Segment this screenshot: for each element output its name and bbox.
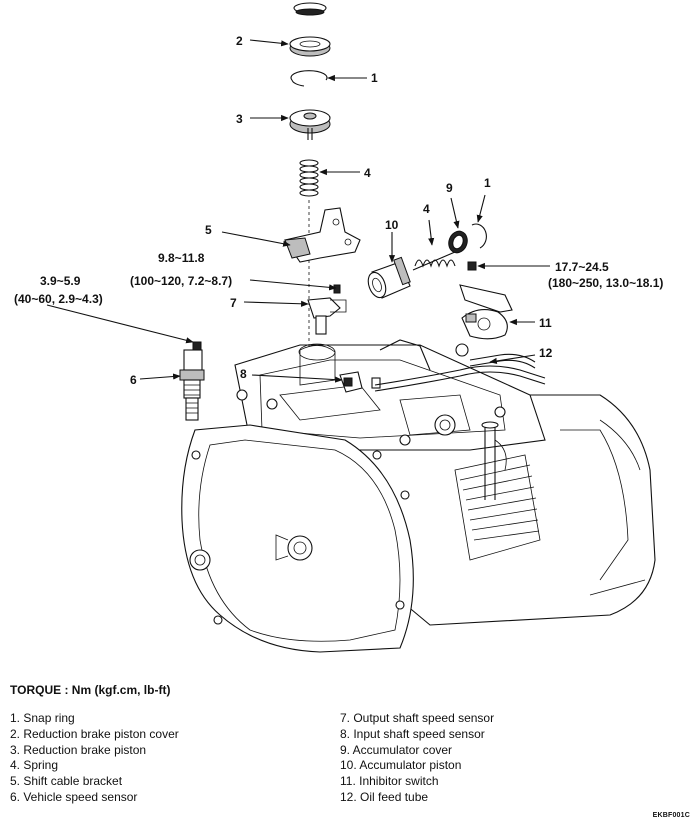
legend-item-oil-feed-tube: 12. Oil feed tube: [340, 789, 429, 804]
legend-item-snap-ring: 1. Snap ring: [10, 711, 75, 725]
callout-4-accumulator-spring: 4: [423, 202, 430, 216]
legend-item-output-shaft-speed-sensor: 7. Output shaft speed sensor: [340, 711, 495, 725]
torque-bracket-line1: 9.8~11.8: [158, 251, 205, 265]
figure-code: EKBF001C: [652, 812, 690, 819]
callout-4-spring: 4: [364, 166, 371, 180]
legend-right: 7. Output shaft speed sensor 8. Input sh…: [340, 711, 494, 806]
legend-item-accumulator-piston: 10. Accumulator piston: [340, 758, 462, 773]
legend-item-reduction-brake-piston-cover: 2. Reduction brake piston cover: [10, 726, 179, 741]
callout-2: 2: [236, 34, 243, 48]
callout-12: 12: [539, 346, 553, 360]
inhibitor-switch: [459, 261, 513, 340]
accumulator-piston: [367, 256, 411, 299]
transaxle-housing: [181, 343, 656, 653]
callout-7: 7: [230, 296, 237, 310]
legend-item-accumulator-cover: 9. Accumulator cover: [340, 742, 453, 757]
legend-item-reduction-brake-piston: 3. Reduction brake piston: [10, 742, 147, 757]
torque-bracket-line2: (100~120, 7.2~8.7): [130, 274, 232, 288]
callout-6: 6: [130, 373, 137, 387]
output-shaft-sensor: [307, 284, 347, 335]
spring-stack: [299, 159, 319, 197]
callout-1-snap-ring: 1: [371, 71, 378, 85]
legend-item-input-shaft-speed-sensor: 8. Input shaft speed sensor: [340, 726, 485, 741]
shift-cable-bracket: [284, 207, 361, 263]
callout-11: 11: [539, 316, 552, 330]
torque-vss-line1: 3.9~5.9: [40, 274, 81, 288]
torque-units-title: TORQUE : Nm (kgf.cm, lb-ft): [10, 683, 171, 697]
input-shaft-sensor: [339, 371, 381, 393]
accumulator-spring: [412, 251, 456, 271]
leader-lines: [46, 39, 550, 383]
callout-1-right: 1: [484, 176, 491, 190]
callout-3: 3: [236, 112, 243, 126]
callout-5: 5: [205, 223, 212, 237]
torque-vss-line2: (40~60, 2.9~4.3): [14, 292, 103, 306]
legend-item-inhibitor-switch: 11. Inhibitor switch: [340, 774, 439, 789]
legend-item-shift-cable-bracket: 5. Shift cable bracket: [10, 774, 123, 789]
accumulator-cover: [448, 223, 487, 254]
torque-inhibitor-line2: (180~250, 13.0~18.1): [548, 276, 663, 290]
exploded-transaxle-diagram: 2 1 3 4 5 6 7 8 9 10 4 1 11 12 9.8~11.8 …: [14, 2, 663, 653]
legend-left: 1. Snap ring 2. Reduction brake piston c…: [10, 711, 179, 806]
legend-item-vehicle-speed-sensor: 6. Vehicle speed sensor: [10, 789, 138, 804]
legend-item-spring: 4. Spring: [10, 758, 59, 773]
reduction-brake-stack: [289, 2, 331, 350]
torque-inhibitor-line1: 17.7~24.5: [555, 260, 609, 274]
callout-9: 9: [446, 181, 453, 195]
callout-10: 10: [385, 218, 399, 232]
vehicle-speed-sensor: [179, 341, 205, 421]
callout-8: 8: [240, 367, 247, 381]
